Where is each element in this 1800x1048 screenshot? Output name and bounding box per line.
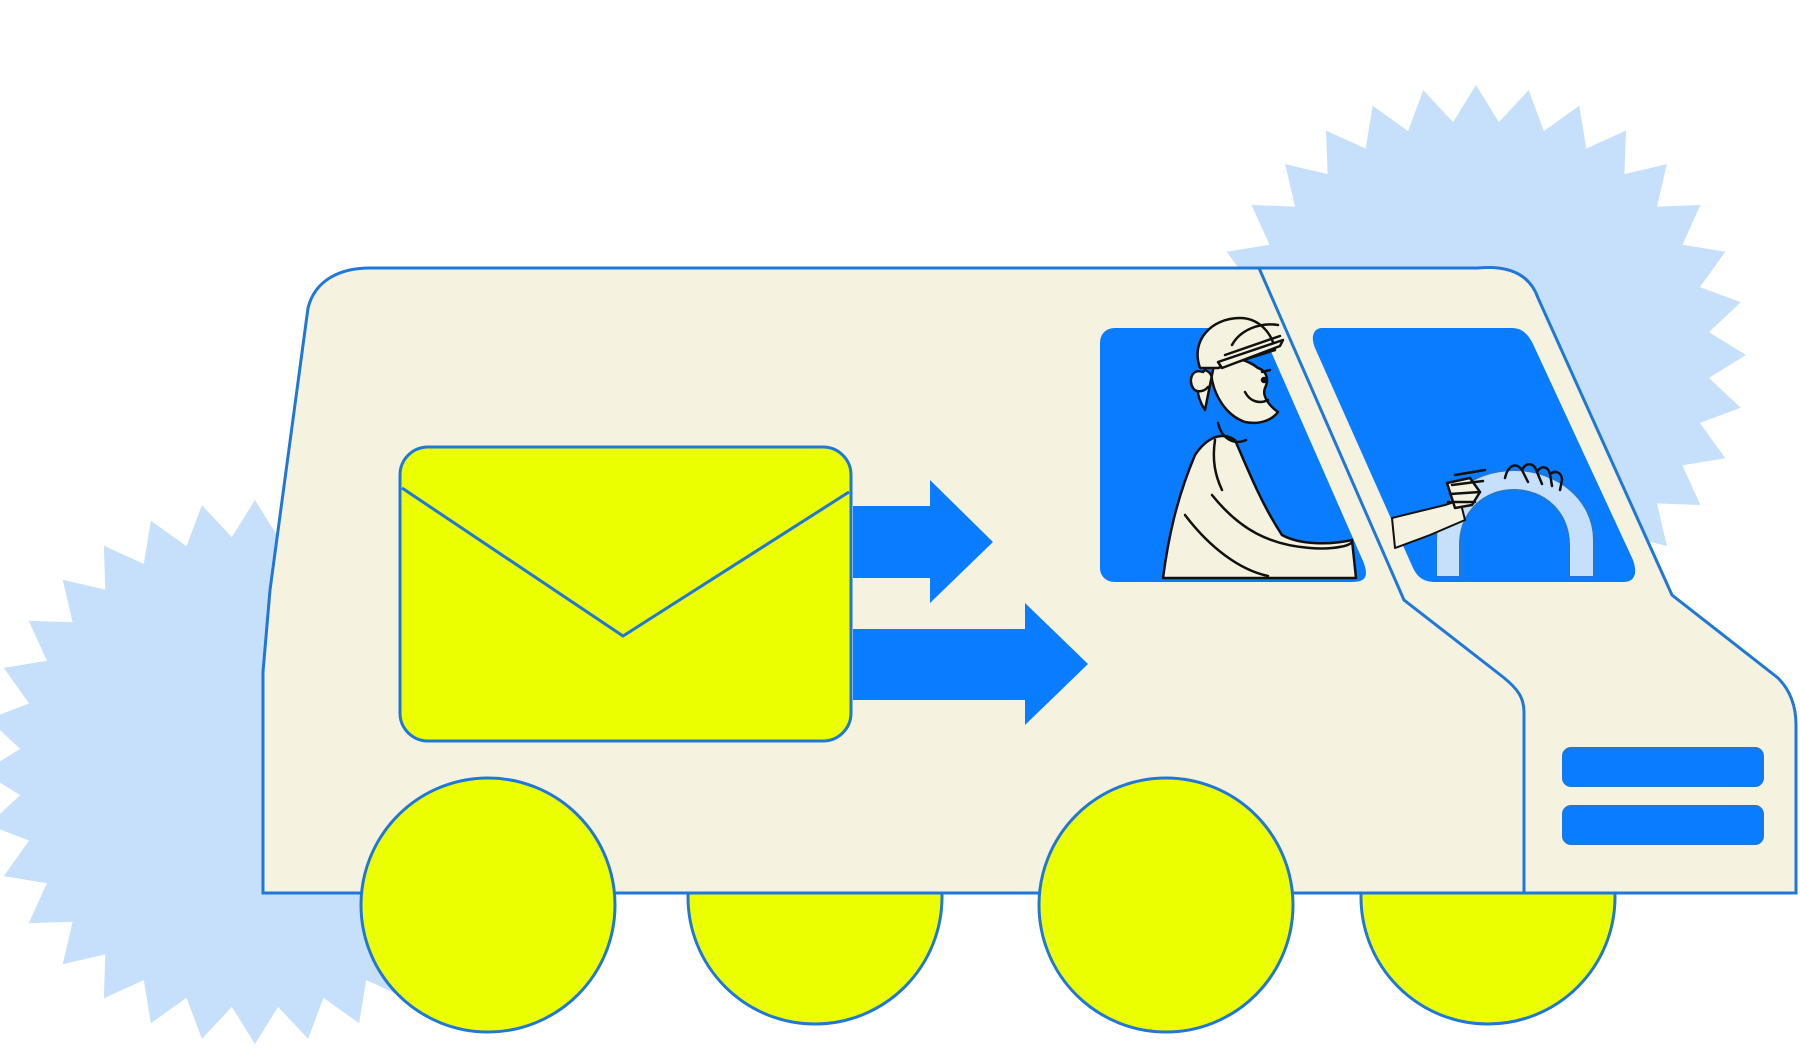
headlights — [1562, 747, 1764, 845]
door-seam — [1257, 267, 1526, 893]
front-wheels — [359, 776, 1295, 1034]
motion-arrows — [853, 480, 1088, 725]
mail-envelope-icon — [398, 445, 853, 743]
driver-figure — [1161, 316, 1564, 580]
